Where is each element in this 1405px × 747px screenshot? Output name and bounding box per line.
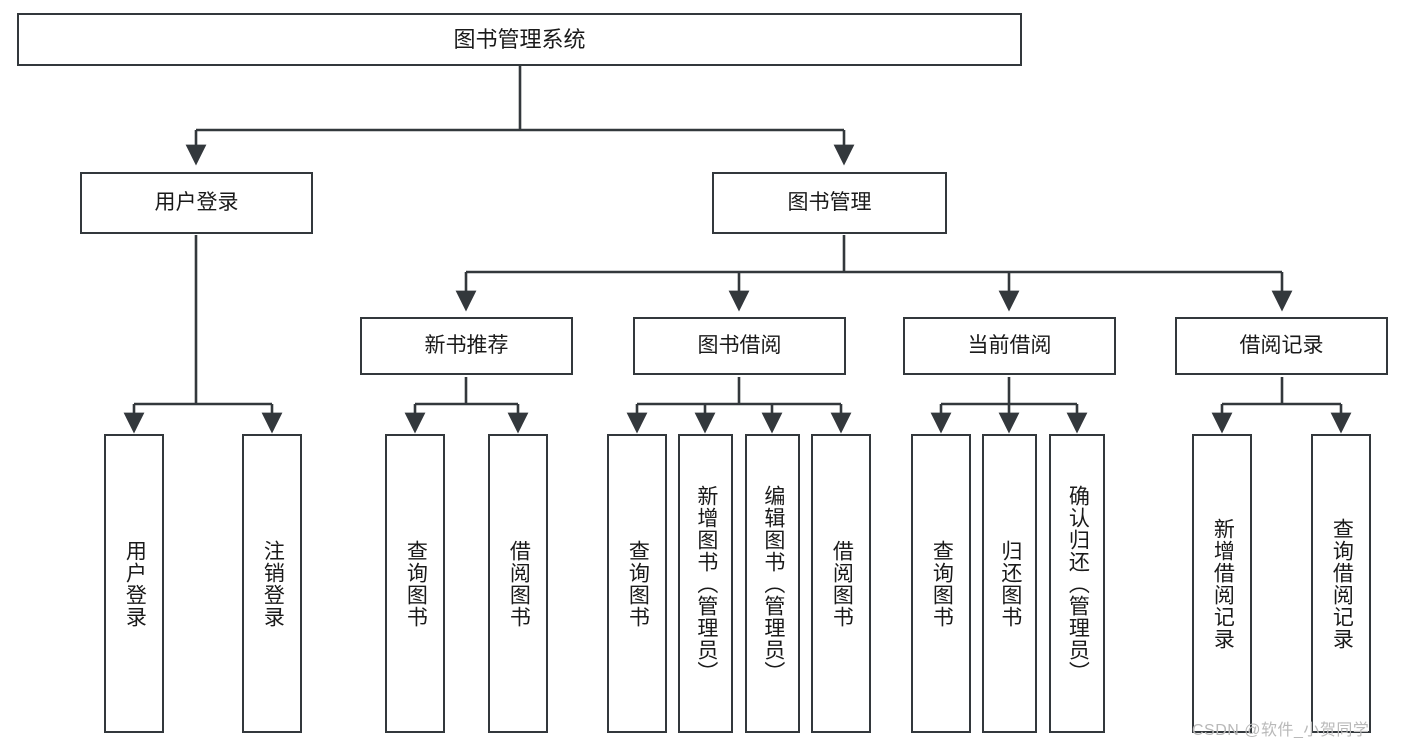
node-leaf-user-login[interactable]: 用户登录	[104, 434, 164, 733]
csdn-watermark: CSDN @软件_小贺同学	[1192, 722, 1370, 739]
node-leaf-query-borrow-record[interactable]: 查询借阅记录	[1311, 434, 1371, 733]
node-book-management-label: 图书管理	[787, 190, 872, 214]
node-leaf-borrow-query-book-label: 查询图书	[626, 539, 650, 628]
node-leaf-add-borrow-record-label: 新增借阅记录	[1211, 517, 1235, 650]
node-leaf-edit-book-admin[interactable]: 编辑图书（管理员）	[745, 434, 800, 733]
node-leaf-return-book[interactable]: 归还图书	[982, 434, 1037, 733]
node-leaf-logout[interactable]: 注销登录	[242, 434, 302, 733]
node-leaf-current-query-book[interactable]: 查询图书	[911, 434, 971, 733]
node-leaf-borrow-query-book[interactable]: 查询图书	[607, 434, 667, 733]
node-book-borrow-label: 图书借阅	[697, 333, 782, 357]
node-current-borrow[interactable]: 当前借阅	[903, 317, 1116, 375]
node-leaf-add-borrow-record[interactable]: 新增借阅记录	[1192, 434, 1252, 733]
node-book-management[interactable]: 图书管理	[712, 172, 947, 234]
node-user-login[interactable]: 用户登录	[80, 172, 313, 234]
node-leaf-edit-book-admin-label: 编辑图书（管理员）	[761, 484, 785, 683]
node-leaf-add-book-admin-label: 新增图书（管理员）	[694, 484, 718, 683]
node-leaf-borrow-borrow-book-label: 借阅图书	[830, 539, 854, 628]
node-leaf-confirm-return-admin-label: 确认归还（管理员）	[1066, 484, 1090, 683]
node-leaf-borrow-borrow-book[interactable]: 借阅图书	[811, 434, 871, 733]
node-leaf-current-query-book-label: 查询图书	[930, 539, 954, 628]
node-new-book-recommend-label: 新书推荐	[424, 333, 509, 357]
node-root-book-management-system[interactable]: 图书管理系统	[17, 13, 1022, 66]
node-book-borrow[interactable]: 图书借阅	[633, 317, 846, 375]
node-borrow-record[interactable]: 借阅记录	[1175, 317, 1388, 375]
node-new-book-recommend[interactable]: 新书推荐	[360, 317, 573, 375]
node-current-borrow-label: 当前借阅	[967, 333, 1052, 357]
node-leaf-return-book-label: 归还图书	[998, 539, 1022, 628]
node-borrow-record-label: 借阅记录	[1239, 333, 1324, 357]
node-root-label: 图书管理系统	[453, 26, 586, 52]
node-leaf-newbook-borrow-book[interactable]: 借阅图书	[488, 434, 548, 733]
node-leaf-newbook-query-book[interactable]: 查询图书	[385, 434, 445, 733]
node-user-login-label: 用户登录	[154, 190, 239, 214]
node-leaf-confirm-return-admin[interactable]: 确认归还（管理员）	[1049, 434, 1105, 733]
node-leaf-logout-label: 注销登录	[261, 539, 285, 628]
node-leaf-newbook-query-book-label: 查询图书	[404, 539, 428, 628]
node-leaf-newbook-borrow-book-label: 借阅图书	[507, 539, 531, 628]
node-leaf-user-login-label: 用户登录	[123, 539, 147, 628]
node-leaf-query-borrow-record-label: 查询借阅记录	[1330, 517, 1354, 650]
node-leaf-add-book-admin[interactable]: 新增图书（管理员）	[678, 434, 733, 733]
